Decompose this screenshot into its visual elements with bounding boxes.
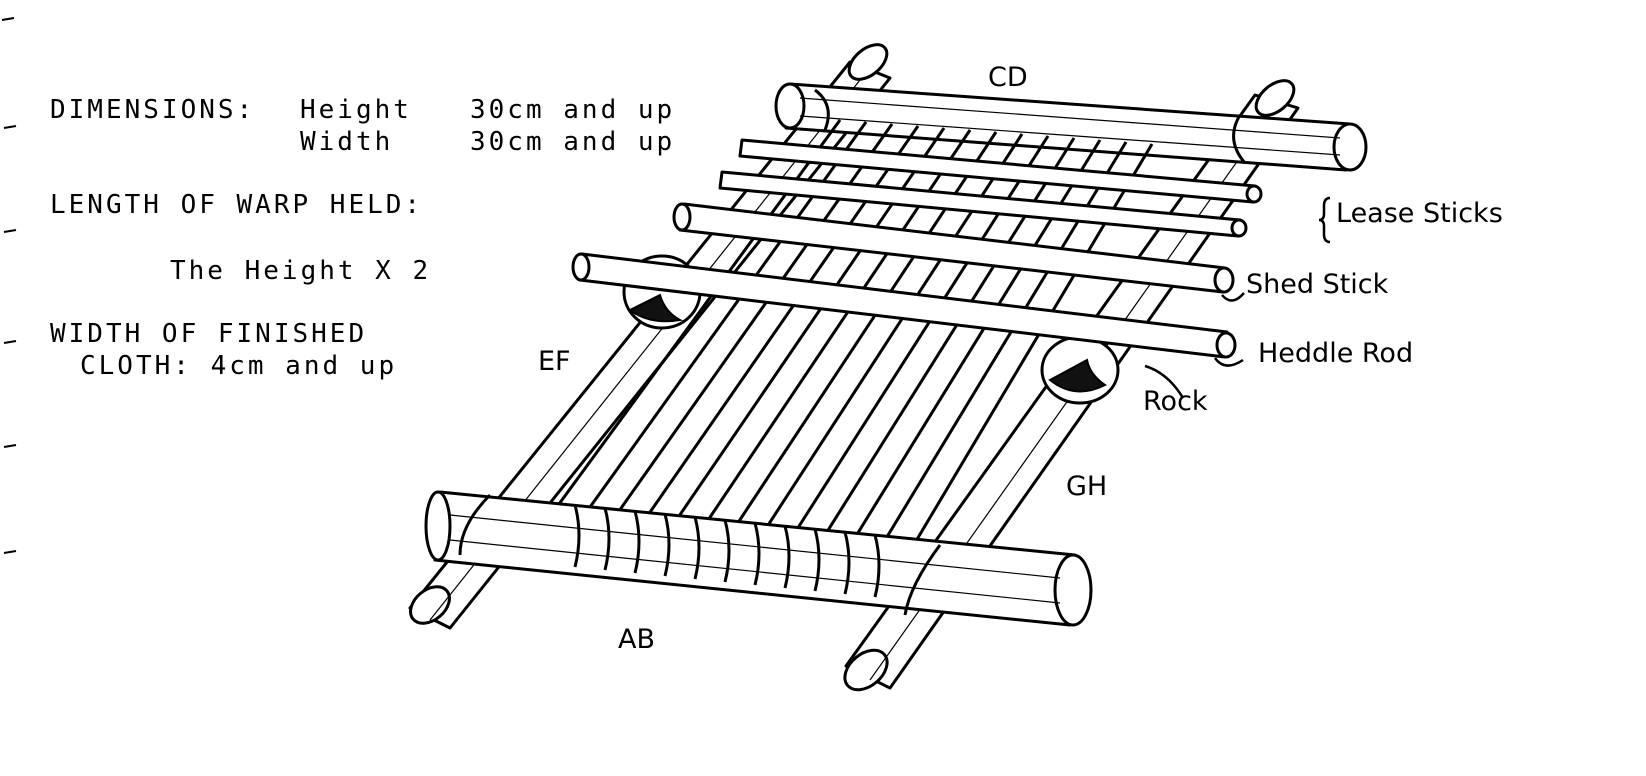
height-label: Height — [300, 95, 412, 125]
label-ab: AB — [618, 624, 655, 655]
height-value: 30cm and up — [470, 95, 675, 125]
spec-text: DIMENSIONS: Height 30cm and up Width 30c… — [50, 95, 675, 381]
dimensions-label: DIMENSIONS: — [50, 95, 255, 125]
warp-length-label: LENGTH OF WARP HELD: — [50, 190, 423, 220]
label-heddle-rod: Heddle Rod — [1258, 338, 1413, 369]
width-value: 30cm and up — [470, 127, 675, 157]
top-beam-cd — [774, 82, 1368, 172]
lease-sticks — [718, 138, 1263, 238]
finished-width-label: WIDTH OF FINISHED — [50, 319, 367, 349]
label-ef: EF — [538, 346, 571, 377]
finished-width-value: CLOTH: 4cm and up — [80, 351, 397, 381]
label-shed-stick: Shed Stick — [1246, 269, 1389, 300]
label-cd: CD — [988, 62, 1028, 93]
width-label: Width — [300, 127, 393, 157]
margin-marks — [1, 17, 17, 554]
left-pole-ef — [408, 43, 892, 630]
label-rock: Rock — [1143, 386, 1208, 417]
annotation-marks — [1144, 196, 1331, 399]
label-gh: GH — [1066, 471, 1107, 502]
heddle-rod — [571, 252, 1237, 359]
warp-length-value: The Height X 2 — [170, 256, 431, 286]
shed-stick — [672, 202, 1235, 294]
bottom-beam-ab — [424, 490, 1093, 627]
rocks — [622, 254, 1120, 405]
label-lease-sticks: Lease Sticks — [1336, 198, 1503, 229]
